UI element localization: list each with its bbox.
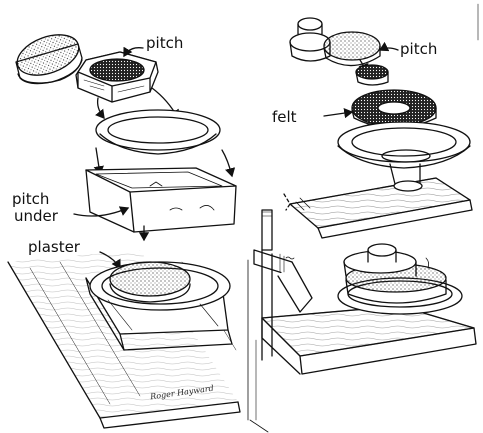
pitch-tool-right: [289, 17, 381, 67]
pitch-disk-small: [355, 64, 389, 86]
label-pitch-left: pitch: [146, 34, 184, 52]
label-felt: felt: [272, 108, 297, 126]
clamp-right: [253, 209, 313, 361]
label-plaster: plaster: [28, 238, 80, 256]
box-left: [85, 167, 237, 233]
dish-right: [337, 121, 471, 189]
assembly-right: [337, 243, 463, 315]
wood-block-right: [283, 177, 473, 239]
plaster-disk-top: [15, 34, 83, 85]
pitch-tray: [75, 51, 159, 103]
label-pitch-under-2: under: [14, 207, 58, 225]
dish-left: [95, 109, 221, 155]
board-right: [261, 305, 477, 375]
label-pitch-right: pitch: [400, 40, 438, 58]
label-pitch-under-1: pitch: [12, 190, 50, 208]
assembly-left: [85, 261, 233, 351]
